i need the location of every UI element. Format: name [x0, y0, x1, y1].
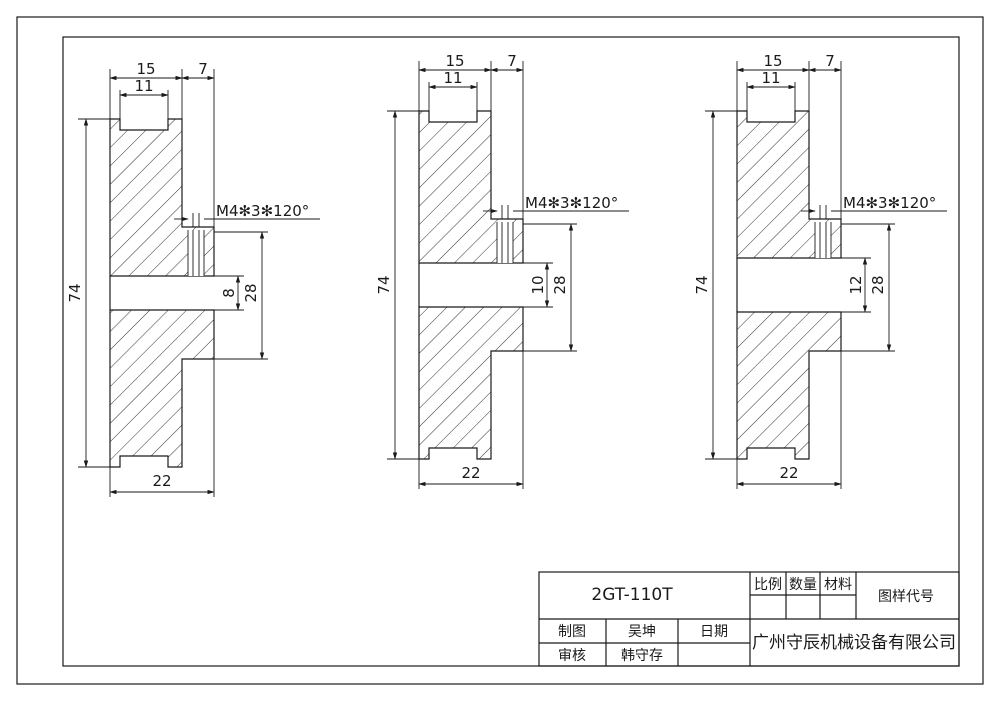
- drawing-frame: [62, 36, 960, 667]
- pulley-view-1: 15 7 11 22 74 8 28 M4✻3✻120°: [66, 60, 320, 497]
- checked-label: 审核: [558, 648, 586, 664]
- dim-flange-width-label: 7: [507, 52, 517, 70]
- company-name: 广州守辰机械设备有限公司: [752, 633, 956, 653]
- section-hatch: [419, 111, 523, 459]
- dim-bore-label: 8: [220, 288, 238, 298]
- dim-bore-label: 10: [529, 275, 547, 294]
- dim-groove-width-label: 11: [134, 77, 153, 95]
- dim-hub-height-label: 28: [869, 275, 887, 294]
- drawing-code-label: 图样代号: [878, 589, 934, 605]
- screw-hole: [815, 222, 831, 258]
- dim-groove-width-label: 11: [761, 69, 780, 87]
- date-label: 日期: [700, 624, 728, 640]
- screw-hole: [188, 230, 204, 276]
- dim-bore-label: 12: [847, 275, 865, 294]
- screw-spec-label: M4✻3✻120°: [525, 194, 618, 212]
- scale-label: 比例: [754, 577, 782, 593]
- screw-spec-label: M4✻3✻120°: [216, 202, 309, 220]
- dim-flange-width-label: 7: [198, 60, 208, 78]
- dim-total-width-label: 22: [152, 472, 171, 490]
- dim-flange-width-label: 7: [825, 52, 835, 70]
- checked-by: 韩守存: [621, 648, 663, 664]
- dim-hub-height-label: 28: [551, 275, 569, 294]
- dim-hub-width-label: 15: [445, 52, 464, 70]
- dim-height-label: 74: [375, 275, 393, 294]
- material-label: 材料: [824, 577, 852, 593]
- screw-spec-label: M4✻3✻120°: [843, 194, 936, 212]
- qty-label: 数量: [789, 577, 817, 593]
- section-hatch: [737, 111, 841, 459]
- screw-hole: [497, 222, 513, 263]
- dim-hub-height-label: 28: [242, 283, 260, 302]
- dim-total-width-label: 22: [779, 464, 798, 482]
- sheet-border: [16, 16, 984, 685]
- dim-height-label: 74: [693, 275, 711, 294]
- title-block: 2GT-110T 比例 数量 材料 图样代号 制图 吴坤 日期 审核 韩守存 广…: [538, 571, 960, 667]
- dim-total-width-label: 22: [461, 464, 480, 482]
- dim-hub-width-label: 15: [136, 60, 155, 78]
- dim-groove-width-label: 11: [443, 69, 462, 87]
- section-hatch: [110, 119, 214, 467]
- dim-height-label: 74: [66, 283, 84, 302]
- dim-hub-width-label: 15: [763, 52, 782, 70]
- drawn-by: 吴坤: [628, 624, 656, 640]
- part-name: 2GT-110T: [591, 585, 673, 605]
- drawn-label: 制图: [558, 624, 586, 640]
